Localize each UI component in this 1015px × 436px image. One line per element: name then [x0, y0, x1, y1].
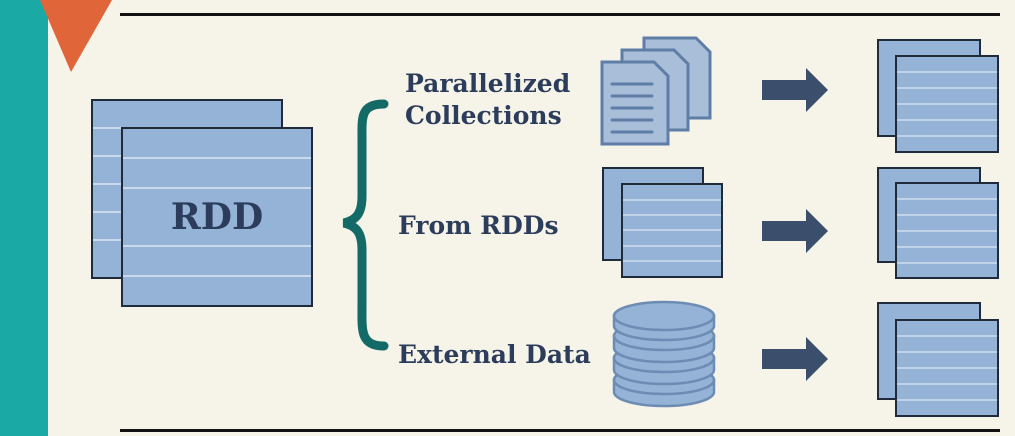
rdd-stack-icon [877, 167, 999, 279]
external-data-label: External Data [398, 340, 591, 369]
collections-label-line2: Collections [405, 101, 562, 130]
rdd-stack-icon [877, 39, 999, 153]
top-divider [120, 13, 1000, 16]
parallelized-label-line1: Parallelized [405, 69, 571, 98]
curly-brace [342, 99, 389, 351]
orange-corner-tab [40, 0, 112, 72]
rdd-label: RDD [170, 196, 264, 238]
rdd-stack-icon [877, 302, 999, 417]
bottom-divider [120, 429, 1000, 432]
documents-icon [600, 36, 712, 146]
database-icon [612, 300, 716, 408]
teal-side-bar [0, 0, 48, 436]
rdd-stack-icon [91, 99, 313, 307]
right-arrow-icon [762, 337, 828, 381]
from-rdds-label: From RDDs [398, 211, 559, 240]
right-arrow-icon [762, 68, 828, 112]
right-arrow-icon [762, 209, 828, 253]
rdd-stack-icon [602, 167, 723, 278]
